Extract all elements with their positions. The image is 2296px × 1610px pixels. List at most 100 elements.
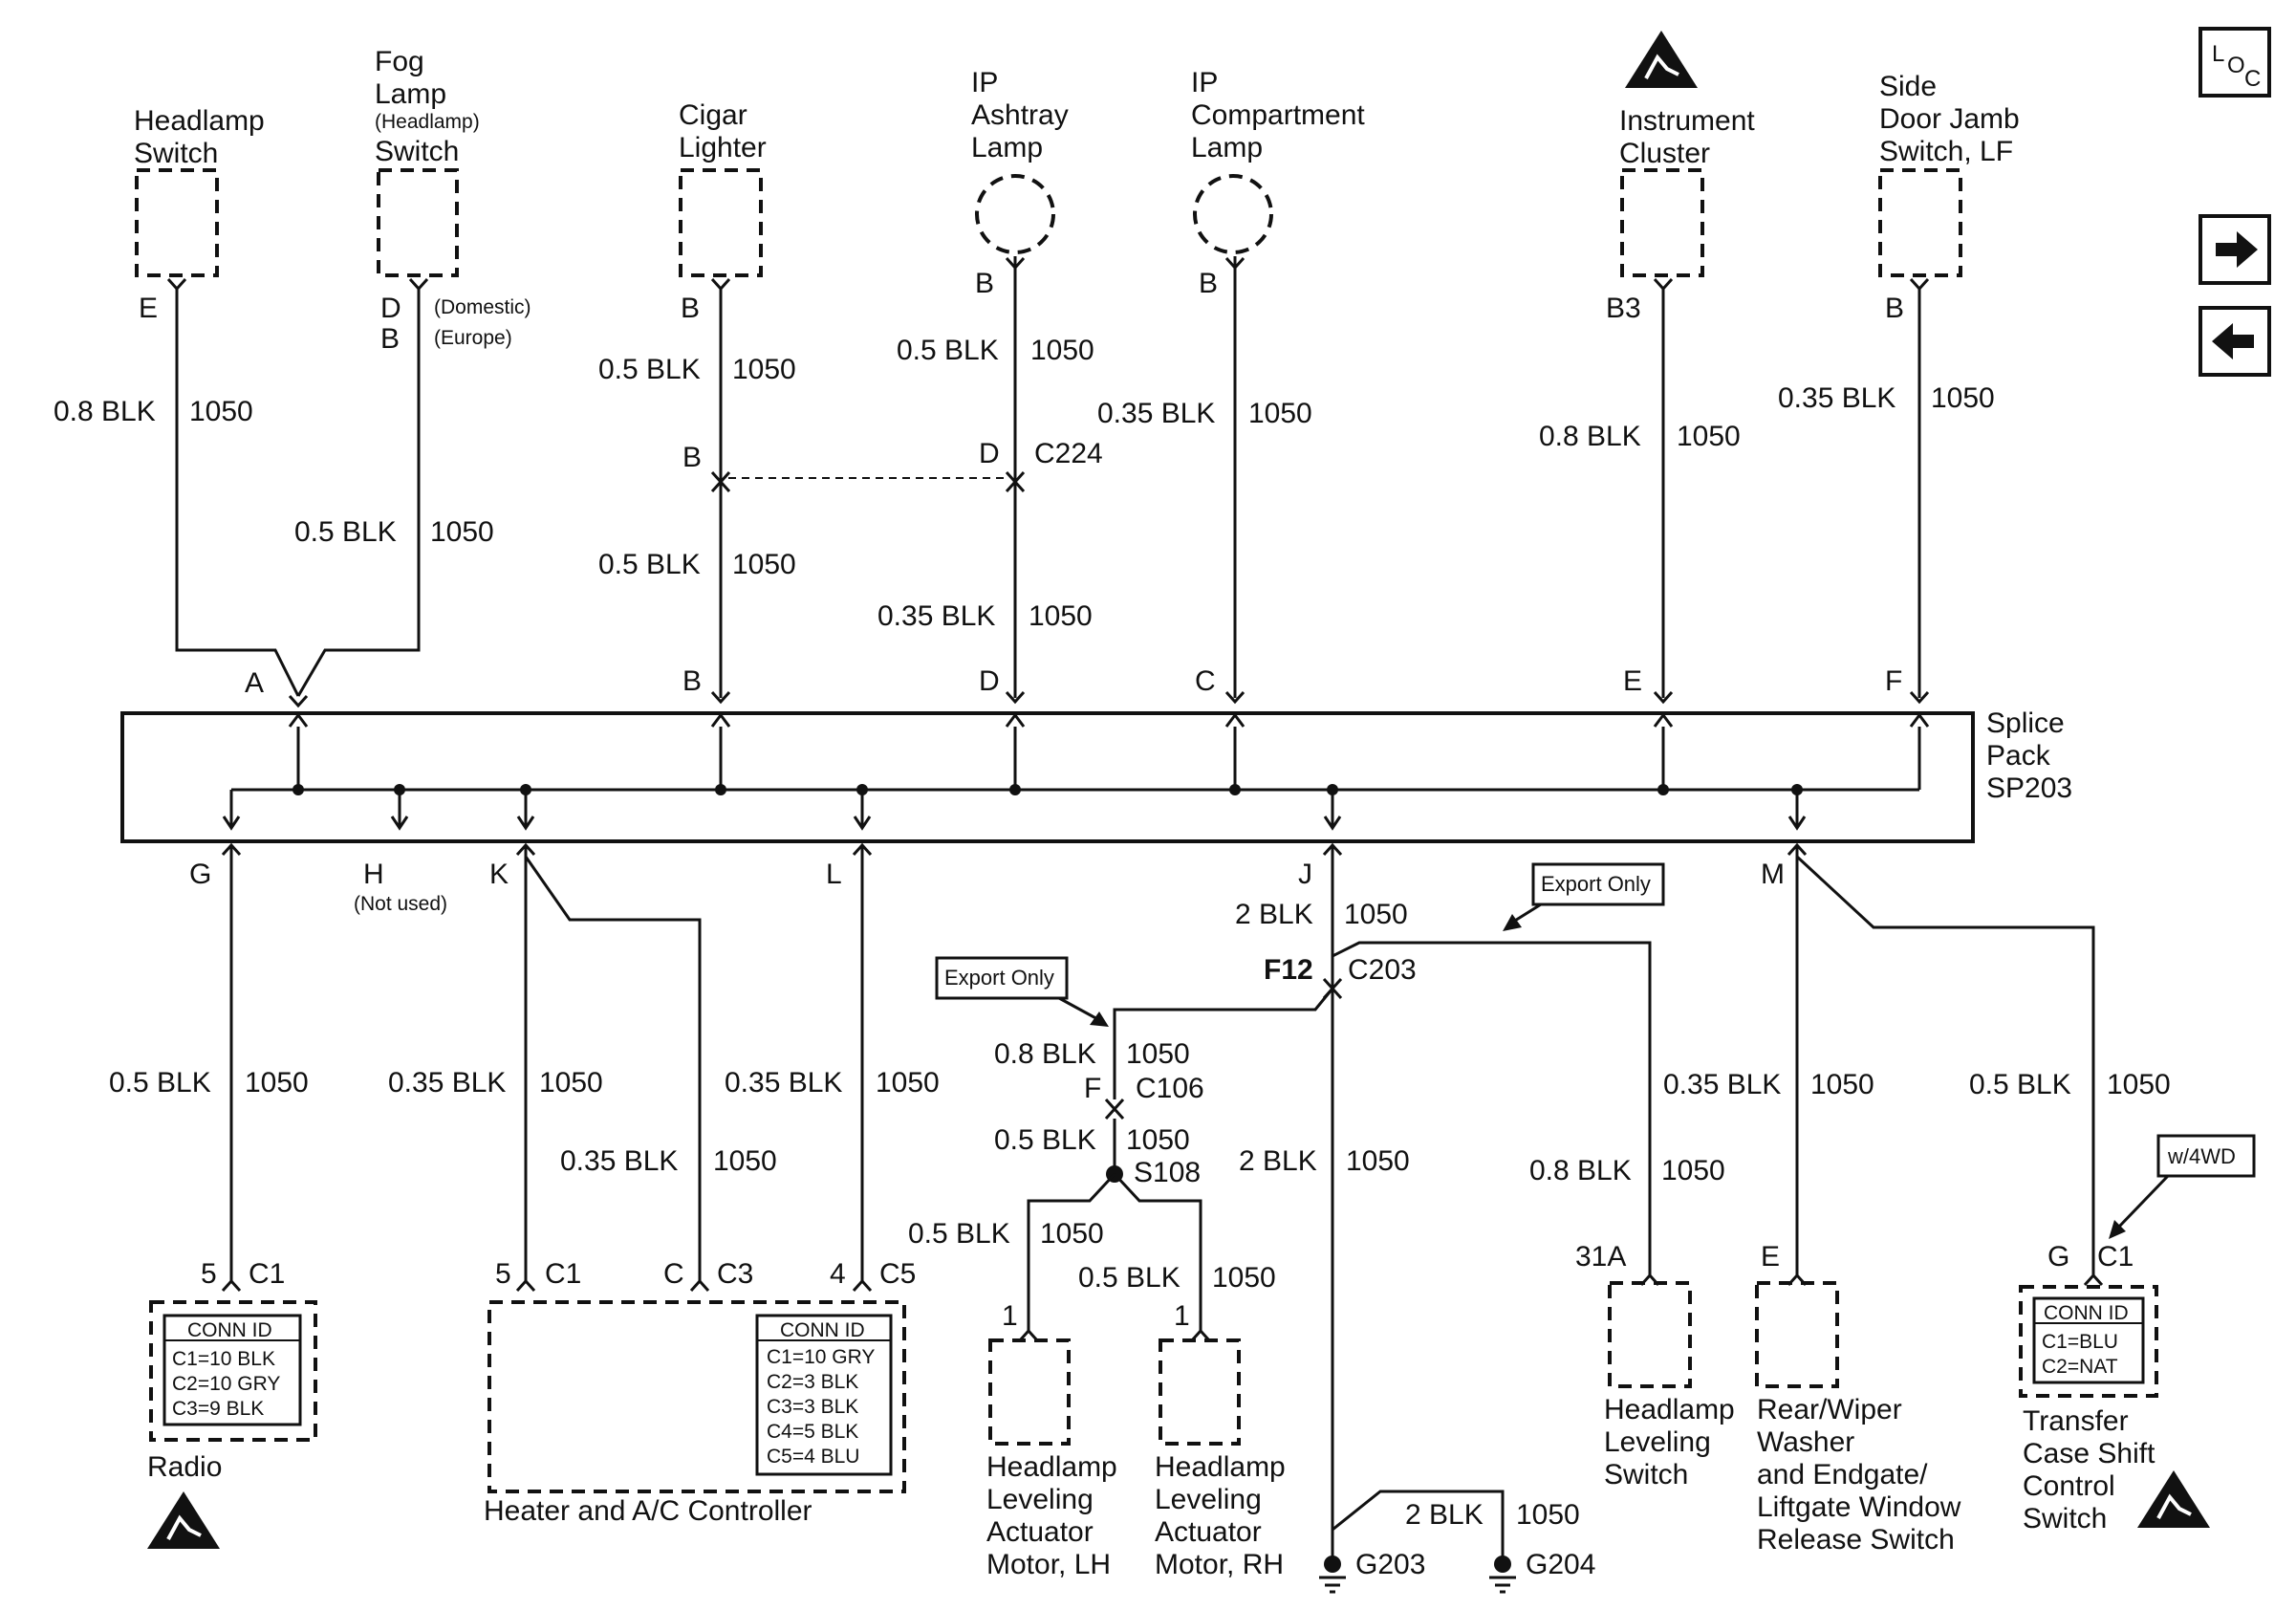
wire-cig-top-size: 0.5 BLK xyxy=(598,354,701,385)
sp-term-b xyxy=(710,690,731,705)
heater-ac-controller: CONN ID C1=10 GRY C2=3 BLK C3=3 BLK C4=5… xyxy=(484,1300,906,1527)
radio-table-row: C2=10 GRY xyxy=(172,1373,280,1395)
wire-cig-bot-size: 0.5 BLK xyxy=(598,549,701,580)
hls-pin: 31A xyxy=(1575,1241,1626,1273)
export-only-tag-2: Export Only xyxy=(1503,862,1665,931)
g203-label: G203 xyxy=(1355,1549,1425,1580)
loc-letter-c: C xyxy=(2244,66,2261,92)
transfer-case-switch: G C1 CONN ID C1=BLU C2=NAT Transfer Case… xyxy=(2019,1241,2212,1534)
headlamp-switch: Headlamp Switch E xyxy=(134,105,265,324)
fog-lamp-pin-b: B xyxy=(380,323,400,355)
wire-hls-circuit: 1050 xyxy=(1661,1155,1725,1186)
radio-table-title: CONN ID xyxy=(187,1319,272,1341)
instrument-cluster: Instrument Cluster B3 xyxy=(1606,29,1755,324)
hvac-pin-5: 5 xyxy=(495,1258,511,1290)
sp-term-f xyxy=(1909,690,1930,705)
lh-label-3: Actuator xyxy=(986,1516,1094,1548)
wire-ash-top-circuit: 1050 xyxy=(1030,335,1094,366)
rear-wiper-switch: E Rear/Wiper Washer and Endgate/ Liftgat… xyxy=(1755,1241,1961,1556)
radio-label: Radio xyxy=(147,1451,222,1483)
export-only-tag-1: Export Only xyxy=(935,956,1109,1027)
sp-int-e-arrow xyxy=(1653,712,1674,728)
wire-lh-actuator xyxy=(1027,1172,1116,1331)
hls-label-3: Switch xyxy=(1604,1459,1688,1490)
j-terminal-top xyxy=(1322,842,1343,857)
hvac-conn-c1: C1 xyxy=(545,1258,581,1290)
loc-button[interactable]: L O C xyxy=(2199,27,2271,98)
rws-label-5: Release Switch xyxy=(1757,1524,1955,1556)
wire-c106-bot-size: 0.5 BLK xyxy=(994,1124,1096,1156)
splice-pack-label-3: SP203 xyxy=(1986,772,2072,804)
wire-ipc-circuit: 1050 xyxy=(1248,398,1312,429)
doorjamb-label-1: Side xyxy=(1879,71,1937,102)
w4wd-text: w/4WD xyxy=(2167,1144,2236,1168)
hls-label-1: Headlamp xyxy=(1604,1394,1735,1425)
arrow-right-icon xyxy=(2216,231,2258,268)
hvac-pin-c: C xyxy=(663,1258,684,1290)
wire-c106-branch xyxy=(1113,988,1334,1099)
wire-g-circuit: 1050 xyxy=(245,1067,309,1099)
sp-drop-j xyxy=(1323,790,1342,831)
ashtray-terminal xyxy=(1005,256,1026,271)
arrow-left-icon xyxy=(2212,323,2254,359)
ip-ashtray-lamp: IP Ashtray Lamp B xyxy=(971,67,1069,299)
lh-label-4: Motor, LH xyxy=(986,1549,1111,1580)
cigar-lighter-pin: B xyxy=(681,293,700,324)
esd-warning-icon xyxy=(2135,1469,2212,1530)
rh-pin: 1 xyxy=(1174,1300,1190,1332)
fog-lamp-box xyxy=(377,168,459,277)
radio-table-row: C1=10 BLK xyxy=(172,1348,275,1370)
sp-int-d-arrow xyxy=(1005,712,1026,728)
wire-hs-size: 0.8 BLK xyxy=(54,396,156,427)
compartment-label-3: Lamp xyxy=(1191,132,1263,163)
cluster-box xyxy=(1620,168,1704,277)
next-page-button[interactable] xyxy=(2199,214,2271,285)
tc-table-title: CONN ID xyxy=(2044,1302,2129,1324)
s108-label: S108 xyxy=(1134,1157,1201,1188)
doorjamb-label-3: Switch, LF xyxy=(1879,136,2013,167)
splice-pack-sp203: A B D C E F xyxy=(120,665,2072,915)
wire-c106-top-circuit: 1050 xyxy=(1126,1038,1190,1070)
prev-page-button[interactable] xyxy=(2199,306,2271,377)
ground-points: 2 BLK 1050 G203 G204 xyxy=(1319,1490,1595,1594)
hvac-table-row: C3=3 BLK xyxy=(767,1396,858,1418)
wire-gnd-size: 2 BLK xyxy=(1405,1499,1484,1531)
wire-ground-branch xyxy=(1332,1490,1505,1564)
headlamp-switch-pin: E xyxy=(139,293,158,324)
wire-j-top-size: 2 BLK xyxy=(1235,899,1313,930)
compartment-terminal xyxy=(1224,256,1245,271)
ashtray-label-3: Lamp xyxy=(971,132,1043,163)
radio-pin: 5 xyxy=(201,1258,217,1290)
rh-label-1: Headlamp xyxy=(1155,1451,1286,1483)
tc-box xyxy=(2019,1285,2158,1398)
wire-lh-size: 0.5 BLK xyxy=(908,1218,1010,1250)
m-terminals xyxy=(1787,842,2104,1287)
c224-pin-b: B xyxy=(682,442,702,473)
rws-label-3: and Endgate/ xyxy=(1757,1459,1928,1490)
wire-ic-circuit: 1050 xyxy=(1677,421,1741,452)
sp-pin-h-note: (Not used) xyxy=(354,893,447,915)
ashtray-lamp-circle xyxy=(975,174,1055,254)
hvac-table-row: C2=3 BLK xyxy=(767,1371,858,1393)
wire-c106-bot-circuit: 1050 xyxy=(1126,1124,1190,1156)
rh-box xyxy=(1159,1338,1241,1446)
hvac-table-row: C5=4 BLU xyxy=(767,1446,859,1468)
wire-m-2 xyxy=(1795,855,2095,1275)
wire-c106-top-size: 0.8 BLK xyxy=(994,1038,1096,1070)
wire-m-size: 0.35 BLK xyxy=(1663,1069,1781,1100)
fog-lamp-switch: Fog Lamp (Headlamp) Switch D B (Domestic… xyxy=(375,46,531,355)
cigar-lighter-label-2: Lighter xyxy=(679,132,767,163)
esd-warning-icon xyxy=(145,1490,222,1551)
sp-pin-e: E xyxy=(1623,665,1642,697)
sp-pin-b: B xyxy=(682,665,702,697)
wire-ash-top-size: 0.5 BLK xyxy=(897,335,999,366)
sp-drop-m xyxy=(1787,790,1807,831)
c224-pin-d: D xyxy=(979,438,1000,469)
cluster-pin: B3 xyxy=(1606,293,1641,324)
esd-warning-icon xyxy=(1623,29,1700,90)
wire-m-circuit: 1050 xyxy=(1810,1069,1874,1100)
sp-term-c xyxy=(1224,690,1245,705)
c106-label: C106 xyxy=(1136,1073,1204,1104)
doorjamb-pin: B xyxy=(1885,293,1904,324)
